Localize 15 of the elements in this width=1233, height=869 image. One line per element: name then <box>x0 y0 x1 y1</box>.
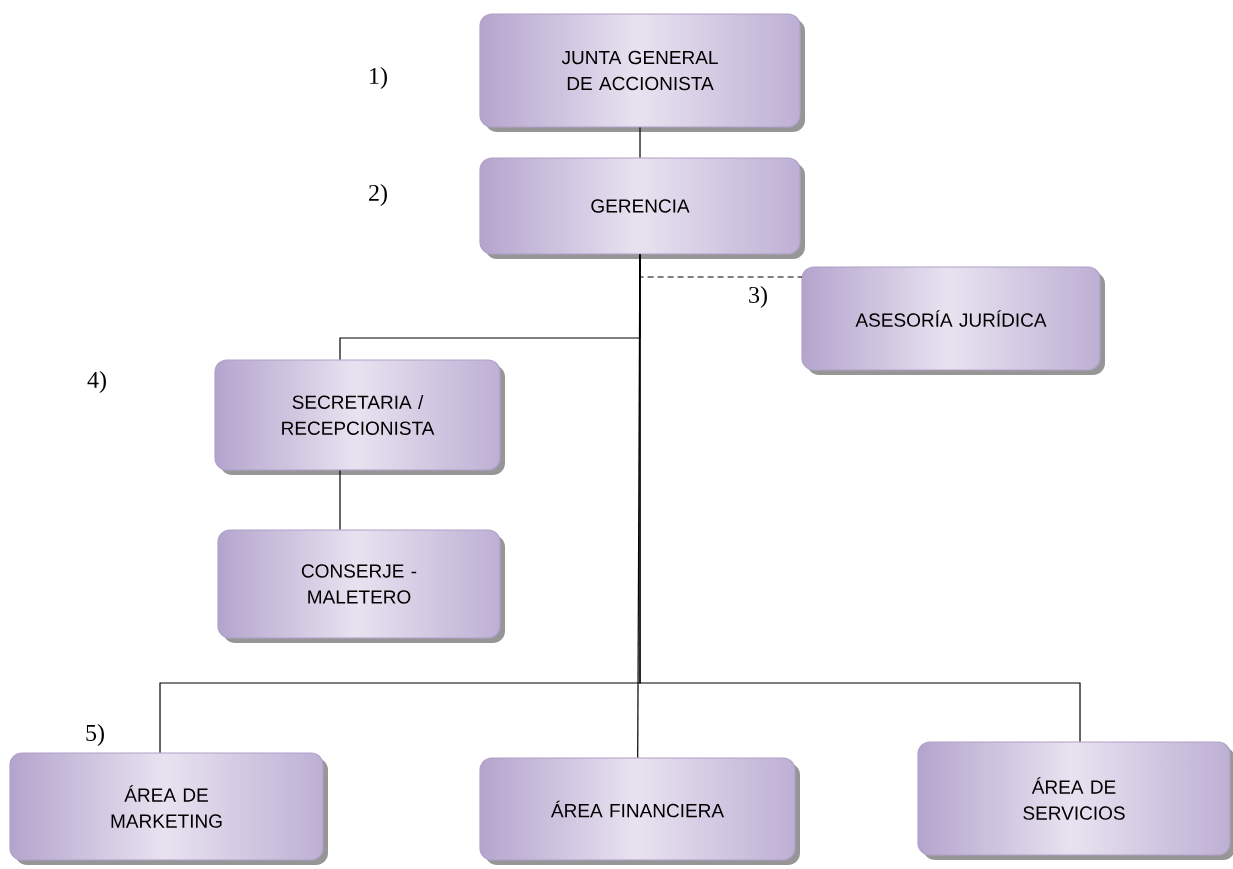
org-box: GERENCIA <box>479 157 805 259</box>
org-box: ASESORÍA JURÍDICA <box>801 266 1105 375</box>
org-box: JUNTA GENERAL DE ACCIONISTA <box>479 13 805 132</box>
connector-line <box>639 127 641 158</box>
level-number: 4) <box>87 371 106 393</box>
connector-line <box>339 470 341 530</box>
org-box: CONSERJE - MALETERO <box>217 529 505 643</box>
org-box: SECRETARIA / RECEPCIONISTA <box>214 359 505 475</box>
level-number: 1) <box>370 67 387 89</box>
org-box: ÁREA DE SERVICIOS <box>917 741 1233 860</box>
org-box: ÁREA FINANCIERA <box>479 757 800 865</box>
level-number: 2) <box>369 184 387 206</box>
connector-line <box>639 254 1081 742</box>
level-number: 3) <box>749 286 767 308</box>
org-box: ÁREA DE MARKETING <box>9 752 328 865</box>
